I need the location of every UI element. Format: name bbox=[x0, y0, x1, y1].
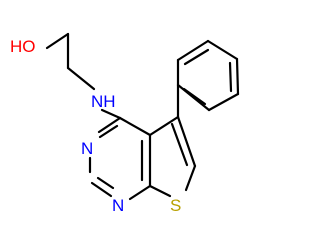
bond bbox=[90, 181, 113, 198]
sulfur-label: S bbox=[170, 196, 181, 215]
bond bbox=[184, 164, 197, 192]
thienopyrimidine-core bbox=[88, 115, 197, 201]
bond bbox=[148, 115, 180, 137]
nitrogen-n1-label: N bbox=[112, 196, 124, 215]
bond bbox=[206, 39, 239, 61]
bond bbox=[45, 32, 70, 50]
bond bbox=[148, 184, 172, 198]
bond bbox=[170, 122, 189, 167]
ethanol-chain bbox=[45, 32, 122, 120]
bond bbox=[100, 108, 122, 120]
bond bbox=[235, 57, 240, 96]
bond bbox=[207, 92, 240, 112]
bond bbox=[176, 115, 197, 168]
bond bbox=[183, 48, 210, 66]
hydroxyl-label: HO bbox=[10, 37, 36, 56]
bond bbox=[176, 39, 210, 62]
phenyl-ring bbox=[176, 39, 240, 112]
bond bbox=[98, 124, 119, 139]
structure-diagram: HO NH N N S bbox=[10, 32, 240, 215]
bond bbox=[228, 61, 233, 93]
amine-label: NH bbox=[91, 92, 116, 111]
bond bbox=[182, 87, 207, 106]
bond bbox=[176, 83, 211, 112]
bond bbox=[118, 116, 152, 137]
bond bbox=[96, 176, 115, 190]
nitrogen-n3-label: N bbox=[81, 139, 93, 158]
bond bbox=[128, 184, 152, 201]
bond bbox=[97, 116, 122, 134]
molecule-canvas: HO NH N N S bbox=[10, 32, 240, 215]
bond bbox=[66, 66, 96, 91]
